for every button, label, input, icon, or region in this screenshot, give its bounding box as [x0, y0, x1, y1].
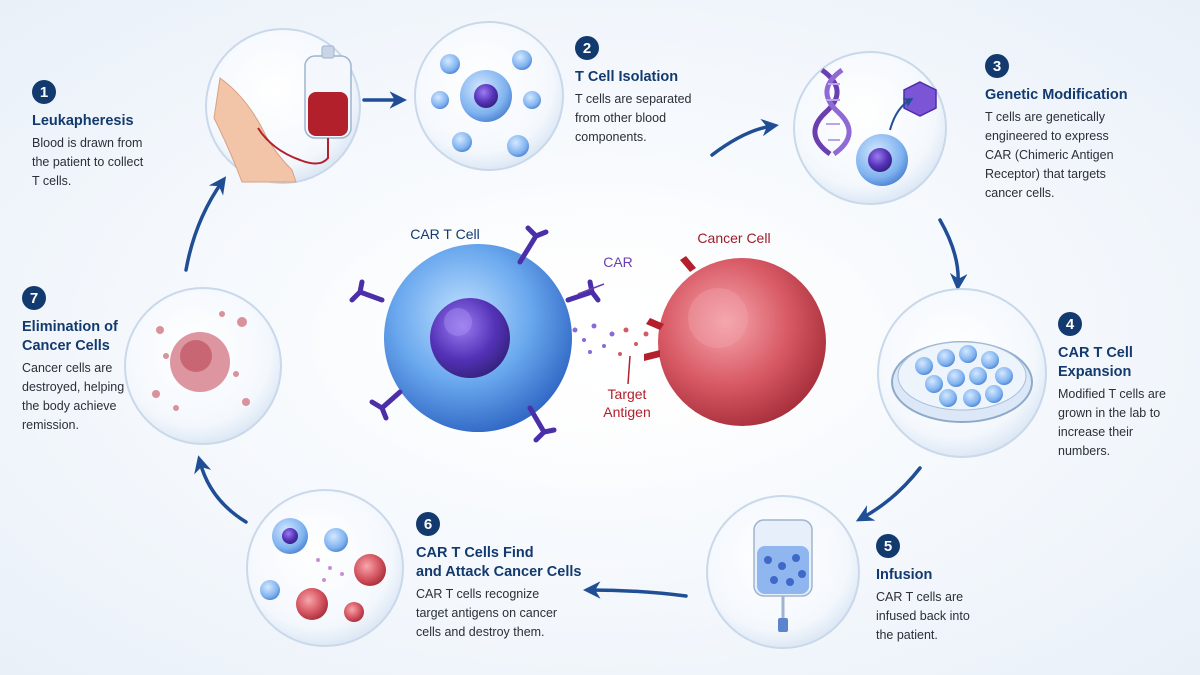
step-2-description: T cells are separated from other blood c…: [575, 92, 692, 144]
infusion-illustration: [706, 495, 860, 649]
step-1-description: Blood is drawn from the patient to colle…: [32, 136, 144, 188]
cancer-cell-label: Cancer Cell: [697, 230, 771, 246]
arrow-4-to-5: [855, 466, 922, 522]
target-antigen-label: Target Antigen: [603, 386, 651, 420]
genetic-modification-illustration: [793, 51, 947, 205]
step-1-title: Leukapheresis: [32, 113, 134, 129]
step-4-title: CAR T Cell Expansion: [1058, 345, 1133, 380]
step-6-number: 6: [416, 512, 440, 536]
step-1-number: 1: [32, 80, 56, 104]
step-5-description: CAR T cells are infused back into the pa…: [876, 590, 970, 642]
arrow-5-to-6: [583, 581, 688, 599]
arrow-7-to-1: [184, 176, 227, 272]
car-label: CAR: [603, 254, 633, 270]
step-5-number: 5: [876, 534, 900, 558]
elimination-illustration: [124, 287, 282, 445]
arrow-3-to-4: [938, 218, 968, 291]
cycle-arrows: [184, 91, 968, 599]
center-glow: [270, 170, 930, 510]
interaction-particles: [572, 283, 649, 385]
step-5: 5 Infusion CAR T cells are infused back …: [876, 534, 1016, 645]
step-7-title: Elimination of Cancer Cells: [22, 319, 118, 354]
arrow-2-to-3: [710, 118, 779, 157]
step-4-number: 4: [1058, 312, 1082, 336]
step-1: 1 Leukapheresis Blood is drawn from the …: [32, 80, 202, 191]
step-3-number: 3: [985, 54, 1009, 78]
step-7-description: Cancer cells are destroyed, helping the …: [22, 361, 125, 432]
step-3-description: T cells are genetically engineered to ex…: [985, 110, 1114, 200]
step-6-description: CAR T cells recognize target antigens on…: [416, 587, 558, 639]
step-3: 3 Genetic Modification T cells are genet…: [985, 54, 1165, 203]
car-t-cell-label: CAR T Cell: [410, 226, 480, 242]
step-7-number: 7: [22, 286, 46, 310]
car-t-expansion-illustration: [877, 288, 1047, 458]
step-4-description: Modified T cells are grown in the lab to…: [1058, 387, 1166, 458]
step-2-number: 2: [575, 36, 599, 60]
find-and-attack-illustration: [246, 489, 404, 647]
step-6-title: CAR T Cells Find and Attack Cancer Cells: [416, 545, 582, 580]
step-5-title: Infusion: [876, 567, 933, 583]
leukapheresis-illustration: [205, 28, 361, 184]
step-2-title: T Cell Isolation: [575, 69, 679, 85]
cancer-cell: [644, 256, 826, 426]
step-2: 2 T Cell Isolation T cells are separated…: [575, 36, 755, 147]
t-cell-isolation-illustration: [414, 21, 564, 171]
step-3-title: Genetic Modification: [985, 87, 1128, 103]
arrow-6-to-7: [194, 455, 248, 524]
step-7: 7 Elimination of Cancer Cells Cancer cel…: [22, 286, 162, 435]
car-t-cell: [349, 225, 601, 443]
step-6: 6 CAR T Cells Find and Attack Cancer Cel…: [416, 512, 616, 642]
step-4: 4 CAR T Cell Expansion Modified T cells …: [1058, 312, 1188, 461]
